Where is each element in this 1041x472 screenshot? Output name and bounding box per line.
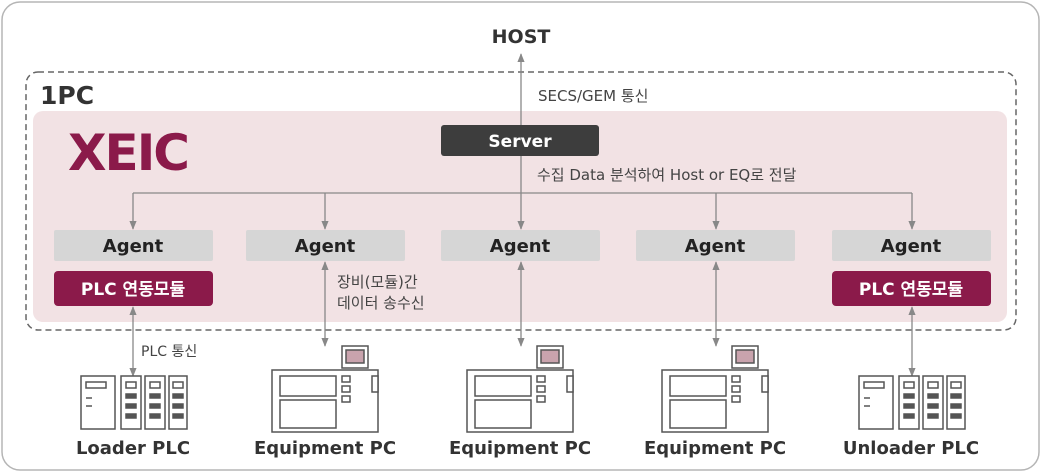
host-title: HOST [492, 26, 551, 48]
device-label-loader-plc: Loader PLC [76, 438, 190, 459]
agent-1-label: Agent [103, 236, 164, 257]
equipment-machine-icon-2 [466, 345, 574, 433]
ipc-title: 1PC [40, 81, 94, 110]
agent-2-note-line1: 장비(모듈)간 [337, 273, 418, 291]
agent-4-label: Agent [685, 236, 746, 257]
plc-module-left: PLC 연동모듈 [54, 271, 213, 306]
secs-gem-label: SECS/GEM 통신 [538, 87, 648, 105]
plc-module-right-label: PLC 연동모듈 [859, 280, 964, 300]
equipment-machine-icon-1 [271, 345, 379, 433]
plc-rack-icon-right [858, 375, 966, 430]
device-label-equipment-1: Equipment PC [254, 438, 396, 459]
xeic-panel [33, 111, 1007, 322]
server-box [441, 125, 599, 156]
server-note: 수집 Data 분석하여 Host or EQ로 전달 [537, 166, 797, 184]
agent-2: Agent [246, 230, 405, 261]
device-label-unloader-plc: Unloader PLC [843, 438, 979, 459]
agent-4: Agent [636, 230, 795, 261]
device-label-equipment-3: Equipment PC [644, 438, 786, 459]
plc-module-left-label: PLC 연동모듈 [81, 280, 186, 300]
equipment-machine-icon-3 [661, 345, 769, 433]
server-label: Server [488, 132, 552, 152]
plc-link-label: PLC 통신 [141, 344, 197, 360]
agent-3-label: Agent [490, 236, 551, 257]
agent-3: Agent [441, 230, 600, 261]
device-label-equipment-2: Equipment PC [449, 438, 591, 459]
agent-1: Agent [54, 230, 213, 261]
agent-2-label: Agent [295, 236, 356, 257]
xeic-logo: XEIC [68, 124, 188, 182]
agent-5: Agent [832, 230, 991, 261]
plc-rack-icon-left [80, 375, 188, 430]
agent-2-note-line2: 데이터 송수신 [337, 294, 425, 312]
agent-5-label: Agent [881, 236, 942, 257]
plc-module-right: PLC 연동모듈 [832, 271, 991, 306]
